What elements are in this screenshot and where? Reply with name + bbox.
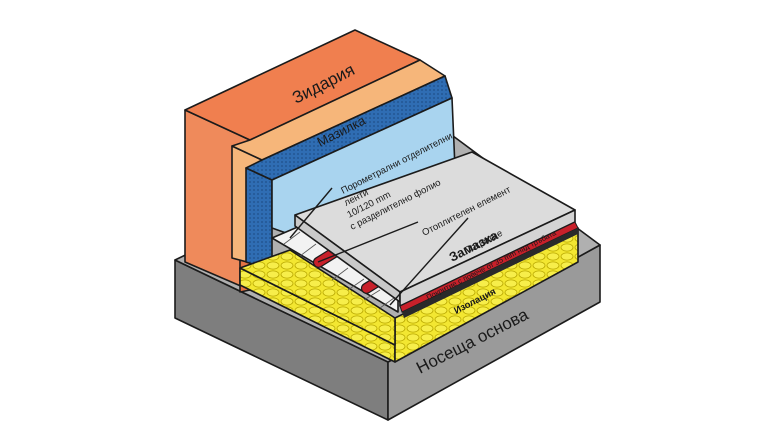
blue-board-top-face	[245, 75, 453, 181]
separator-film	[402, 228, 578, 318]
perimeter-leader	[289, 187, 333, 239]
insulation-top-face	[239, 249, 396, 346]
plaster-top-face	[231, 59, 446, 161]
blue-board-front-face	[245, 167, 273, 271]
covering-leader	[389, 217, 469, 306]
heating-leader	[317, 221, 419, 263]
